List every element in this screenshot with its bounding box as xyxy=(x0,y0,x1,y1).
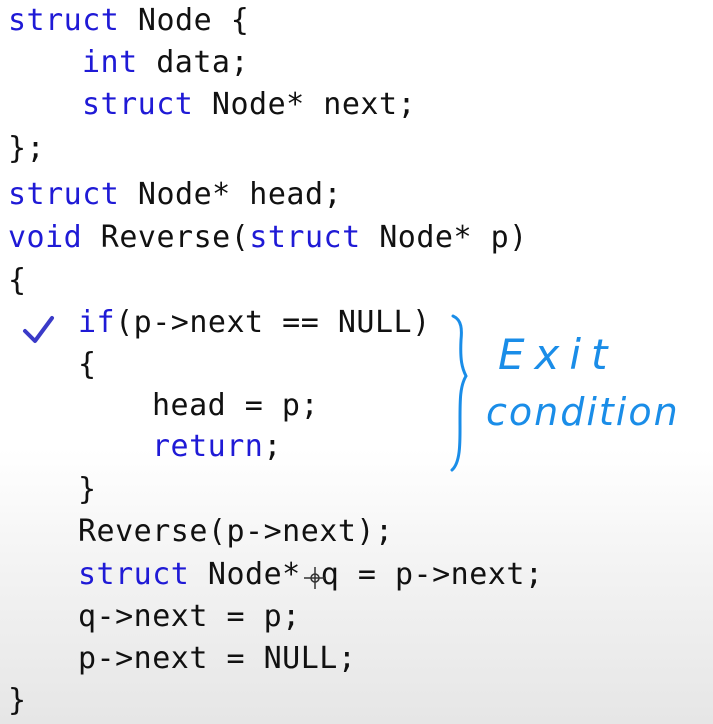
keyword: return xyxy=(152,429,264,464)
code-line-6: void Reverse(struct Node* p) xyxy=(8,220,528,256)
keyword: struct xyxy=(8,3,120,38)
code-line-16: p->next = NULL; xyxy=(78,641,357,676)
code-line-7: { xyxy=(8,263,27,298)
keyword: int xyxy=(82,45,138,80)
code-text: q = p->next; xyxy=(320,557,544,592)
code-text: data; xyxy=(137,45,250,80)
code-text: Node* head; xyxy=(119,177,343,212)
code-text: ; xyxy=(263,429,282,464)
code-line-1: struct Node { xyxy=(8,3,249,39)
code-line-9: { xyxy=(78,347,97,382)
code-text: Node* p) xyxy=(360,220,528,255)
code-line-13: Reverse(p->next); xyxy=(78,514,394,549)
keyword: struct xyxy=(82,87,194,122)
keyword: struct xyxy=(78,557,190,592)
keyword: void xyxy=(8,220,83,255)
code-line-11: return; xyxy=(152,429,282,465)
crosshair-cursor-icon xyxy=(304,567,326,589)
annotation-condition: condition xyxy=(486,390,680,434)
code-text: Node* next; xyxy=(193,87,417,122)
code-line-10: head = p; xyxy=(152,388,320,423)
code-text: Node { xyxy=(119,3,250,38)
code-text: Reverse( xyxy=(82,220,250,255)
code-line-2: int data; xyxy=(82,45,249,81)
code-text: (p->next == NULL) xyxy=(115,305,431,340)
keyword: if xyxy=(78,305,116,340)
code-line-5: struct Node* head; xyxy=(8,177,342,213)
code-line-17: } xyxy=(8,683,27,718)
checkmark-icon xyxy=(23,316,54,343)
code-line-12: } xyxy=(78,472,97,507)
code-line-3: struct Node* next; xyxy=(82,87,416,123)
code-text: Node* xyxy=(189,557,301,592)
code-line-15: q->next = p; xyxy=(78,599,301,634)
code-line-4: }; xyxy=(8,131,46,166)
keyword: struct xyxy=(249,220,361,255)
code-line-8: if(p->next == NULL) xyxy=(78,305,431,341)
annotation-exit: Exit xyxy=(498,330,618,379)
curly-brace-icon xyxy=(450,314,468,472)
code-line-14: struct Node* q = p->next; xyxy=(78,557,544,593)
keyword: struct xyxy=(8,177,120,212)
